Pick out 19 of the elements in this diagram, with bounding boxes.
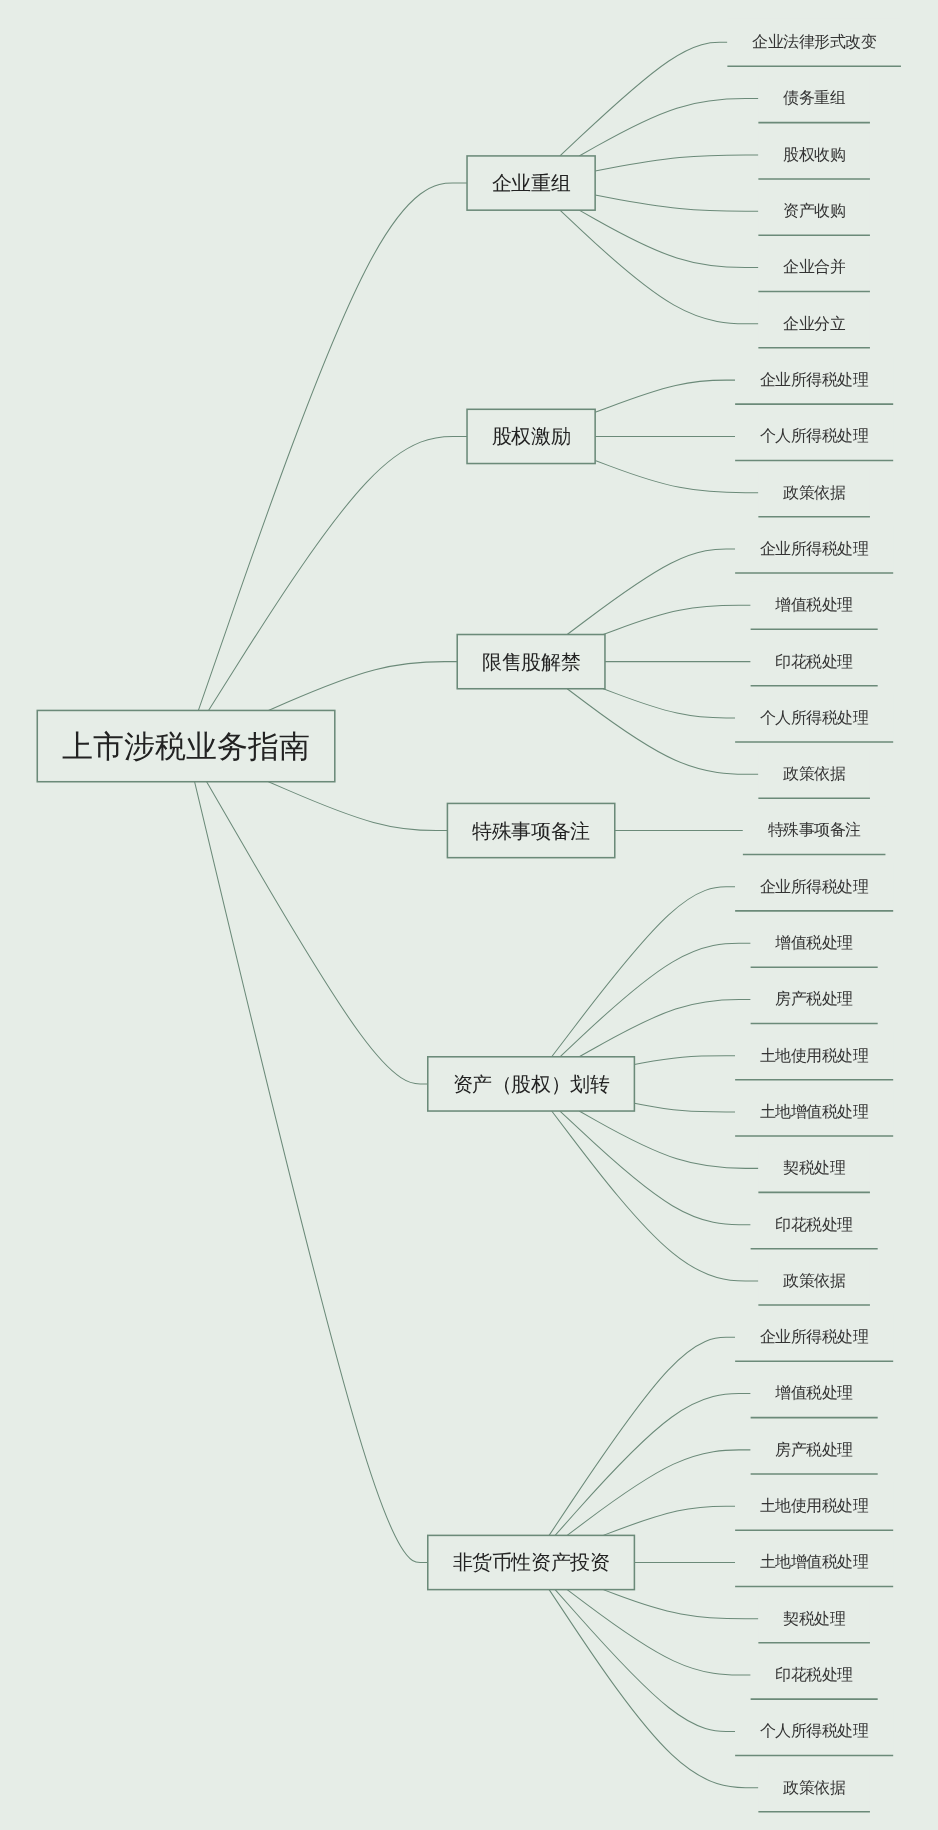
connector-line xyxy=(594,379,736,413)
root-box: 上市涉税业务指南 xyxy=(36,709,336,783)
connector-line xyxy=(566,548,736,636)
topic-box: 非货币性资产投资 xyxy=(426,1534,636,1591)
topic-box: 特殊事项备注 xyxy=(446,802,616,859)
connector-line xyxy=(578,209,759,268)
connector-line xyxy=(551,886,736,1058)
connector-line xyxy=(548,1589,759,1789)
connector-line xyxy=(548,1336,736,1536)
topic-box: 资产（股权）划转 xyxy=(426,1056,636,1112)
topic-box: 限售股解禁 xyxy=(456,633,606,690)
topic-box: 企业重组 xyxy=(466,155,596,211)
connector-line xyxy=(566,688,759,775)
connector-line xyxy=(551,1110,759,1282)
topic-box: 股权激励 xyxy=(466,408,596,465)
connector-line xyxy=(267,661,458,711)
connector-line xyxy=(559,41,728,157)
connector-line xyxy=(559,209,759,325)
connector-line xyxy=(554,1589,736,1732)
